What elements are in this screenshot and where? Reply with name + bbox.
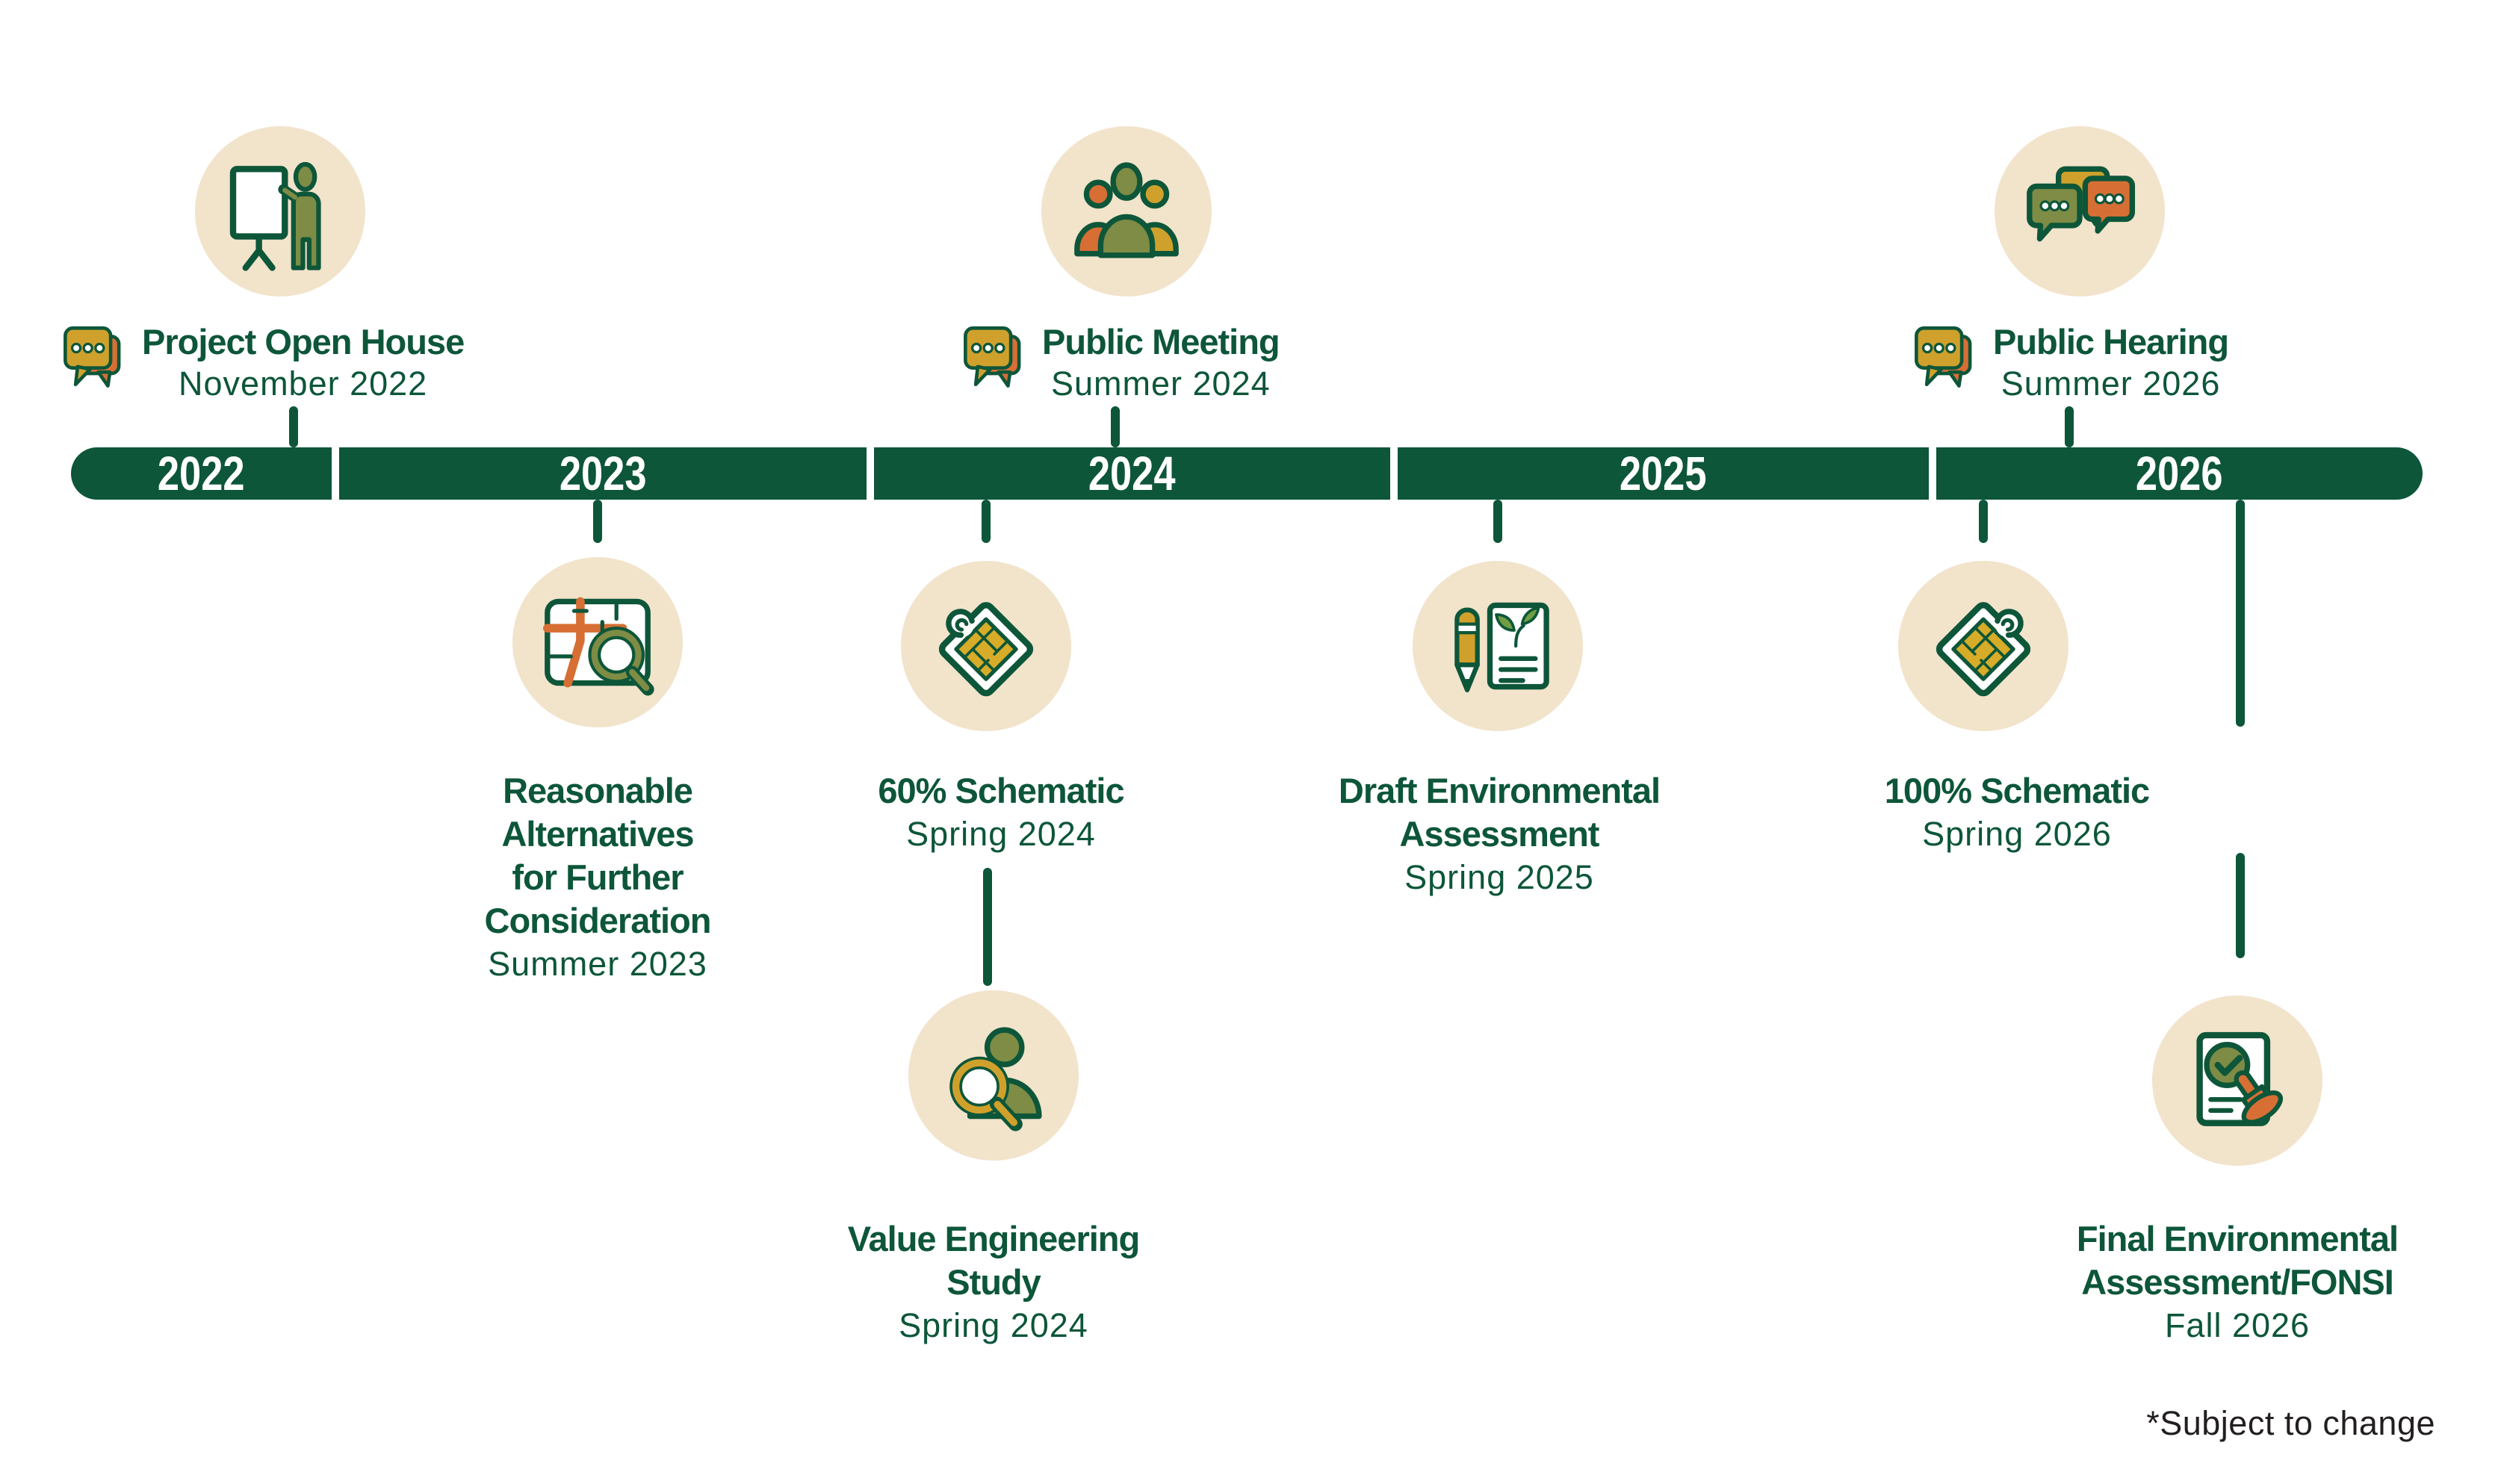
year-label: 2024: [1088, 447, 1176, 500]
connector-final-ea-lower: [2236, 853, 2245, 958]
milestone-date: Spring 2024: [906, 815, 1096, 853]
document-stamp-icon: [2196, 1031, 2283, 1126]
milestone-value-engineering-label: Value Engineering Study Spring 2024: [784, 1217, 1203, 1347]
milestone-title-line: Consideration: [484, 901, 712, 940]
rolled-map-icon: [938, 602, 1034, 697]
milestone-title-line: Assessment: [1399, 814, 1600, 854]
public-meeting-icon-circle: [1041, 126, 1212, 297]
year-label: 2026: [2136, 447, 2223, 500]
pencil-document-icon: [1454, 602, 1549, 692]
milestone-reasonable-alternatives-label: Reasonable Alternatives for Further Cons…: [388, 769, 807, 986]
connector-100-schematic: [1979, 500, 1988, 543]
schematic-60-icon-circle: [901, 561, 1071, 731]
connector-60-schematic: [982, 500, 991, 543]
timeline-segment-2023: 2023: [339, 447, 867, 500]
milestone-60-schematic-label: 60% Schematic Spring 2024: [792, 769, 1210, 856]
timeline-segment-2024: 2024: [874, 447, 1390, 500]
chat-bubbles-icon: [2027, 166, 2136, 242]
milestone-title-line: Draft Environmental: [1338, 771, 1661, 810]
year-label: 2022: [158, 447, 245, 500]
speech-bubble-icon: [964, 326, 1021, 388]
milestone-date: Spring 2025: [1404, 858, 1594, 896]
year-label: 2025: [1620, 447, 1707, 500]
milestone-date: Summer 2023: [488, 945, 707, 983]
timeline-segment-2025: 2025: [1398, 447, 1929, 500]
person-magnifier-icon: [949, 1027, 1042, 1131]
milestone-date: Fall 2026: [2164, 1306, 2311, 1344]
milestone-open-house-label: Project Open House November 2022: [60, 321, 465, 405]
milestone-title: Project Open House: [142, 322, 465, 361]
year-label: 2023: [559, 447, 647, 500]
milestone-title-line: 100% Schematic: [1884, 771, 2150, 810]
timeline-segment-2022: 2022: [71, 447, 332, 500]
milestone-date: Spring 2026: [1922, 815, 2112, 853]
milestone-date: Spring 2024: [899, 1306, 1088, 1344]
milestone-title: Public Hearing: [1993, 322, 2229, 361]
speech-bubble-icon: [63, 326, 121, 388]
value-engineering-icon-circle: [908, 990, 1079, 1161]
milestone-public-hearing-label: Public Hearing Summer 2026: [1911, 321, 2229, 405]
speech-bubble-icon: [1915, 326, 1972, 388]
connector-draft-ea: [1493, 500, 1502, 543]
milestone-title-line: Alternatives: [501, 814, 694, 854]
connector-public-hearing: [2065, 406, 2074, 447]
milestone-title-line: Reasonable: [503, 771, 693, 810]
timeline-segment-2026: 2026: [1936, 447, 2423, 500]
milestone-title-line: 60% Schematic: [878, 771, 1124, 810]
public-hearing-icon-circle: [1995, 126, 2165, 297]
milestone-title-line: Study: [946, 1262, 1041, 1302]
milestone-date: November 2022: [179, 364, 428, 403]
map-magnifier-icon: [543, 597, 654, 696]
milestone-final-ea-label: Final Environmental Assessment/FONSI Fal…: [2013, 1217, 2461, 1347]
milestone-title-line: for Further: [512, 857, 684, 897]
milestone-date: Summer 2026: [2001, 364, 2221, 403]
milestone-title-line: Value Engineering: [847, 1219, 1140, 1258]
connector-open-house: [289, 406, 298, 447]
draft-ea-icon-circle: [1413, 561, 1583, 731]
presenter-easel-icon: [229, 161, 321, 271]
final-ea-icon-circle: [2152, 996, 2322, 1166]
connector-final-ea-upper: [2236, 500, 2245, 727]
milestone-title: Public Meeting: [1042, 322, 1280, 361]
timeline-bar: 2022 2023 2024 2025 2026: [71, 447, 2423, 500]
people-group-icon: [1074, 162, 1179, 258]
connector-public-meeting: [1111, 406, 1120, 447]
milestone-draft-ea-label: Draft Environmental Assessment Spring 20…: [1290, 769, 1708, 899]
milestone-100-schematic-label: 100% Schematic Spring 2026: [1774, 769, 2260, 856]
open-house-icon-circle: [195, 126, 365, 297]
milestone-date: Summer 2024: [1051, 364, 1271, 403]
connector-value-engineering: [983, 868, 992, 986]
schematic-100-icon-circle: [1898, 561, 2068, 731]
reasonable-alternatives-icon-circle: [512, 557, 683, 727]
footnote: *Subject to change: [2146, 1404, 2435, 1442]
rolled-map-icon: [1936, 602, 2031, 697]
milestone-title-line: Final Environmental: [2076, 1219, 2399, 1258]
milestone-title-line: Assessment/FONSI: [2081, 1262, 2394, 1302]
connector-reasonable-alternatives: [593, 500, 602, 543]
milestone-public-meeting-label: Public Meeting Summer 2024: [960, 321, 1280, 405]
